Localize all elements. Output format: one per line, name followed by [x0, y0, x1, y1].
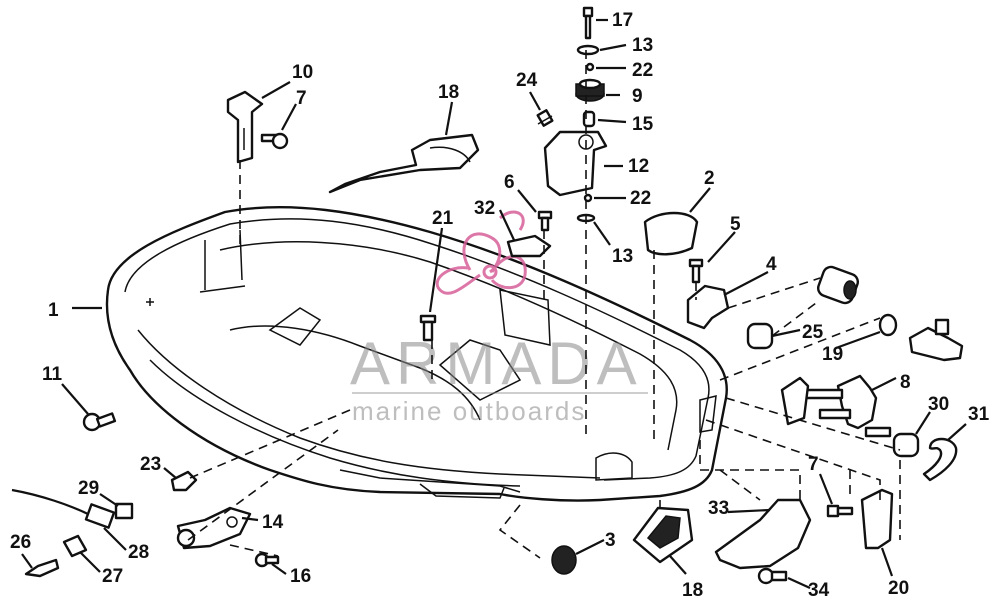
part-4-bracket — [686, 284, 730, 330]
callout-26: 26 — [10, 532, 31, 553]
callout-7-top: 7 — [296, 88, 307, 109]
callout-17: 17 — [612, 10, 633, 31]
callout-15: 15 — [632, 114, 654, 135]
callout-labels: 1 2 3 4 5 6 7 7 8 9 10 11 12 13 13 14 15… — [10, 10, 990, 601]
callout-8: 8 — [900, 372, 911, 393]
callout-22-lower: 22 — [630, 188, 651, 209]
callout-13-top: 13 — [632, 35, 653, 56]
part-18-shift-lever-top — [328, 133, 480, 194]
callout-28: 28 — [128, 542, 149, 563]
callout-31: 31 — [968, 404, 990, 425]
part-17-bolt — [582, 6, 594, 40]
callout-16: 16 — [290, 566, 311, 587]
callout-30: 30 — [928, 394, 949, 415]
callout-19: 19 — [822, 344, 843, 365]
part-12-mount-bracket — [543, 130, 608, 197]
watermark-tagline: marine outboards — [352, 396, 586, 426]
part-30-cap — [892, 432, 920, 458]
callout-4: 4 — [766, 254, 777, 275]
part-5-screw — [688, 258, 704, 284]
part-25-bushing-large — [817, 265, 859, 305]
callout-18-bottom: 18 — [682, 580, 703, 601]
callout-2: 2 — [704, 168, 715, 189]
callout-29: 29 — [78, 478, 99, 499]
part-9-rubber-mount — [575, 78, 605, 102]
part-28-cable-assembly — [11, 488, 134, 578]
callout-27: 27 — [102, 566, 123, 587]
part-18-grommet — [632, 506, 694, 564]
part-23-clip — [170, 470, 198, 492]
part-6-screw — [537, 210, 553, 232]
part-14-bracket — [176, 506, 252, 550]
assembly-lines — [187, 50, 901, 559]
lower-cover-part-1 — [105, 206, 728, 502]
part-19-plate — [780, 376, 810, 426]
callout-14: 14 — [262, 512, 284, 533]
part-19-washer — [878, 313, 898, 337]
part-11-screw — [82, 412, 117, 432]
callout-21: 21 — [432, 208, 454, 229]
callout-5: 5 — [730, 214, 741, 235]
part-8-fitting-top — [908, 318, 964, 362]
callout-18-top: 18 — [438, 82, 459, 103]
part-22-washer-top — [585, 62, 595, 72]
part-7-screw-lower — [826, 504, 854, 518]
callout-7-lower: 7 — [808, 454, 819, 475]
armada-logo-icon — [435, 210, 527, 295]
leader-lines — [21, 18, 967, 590]
callout-32: 32 — [474, 198, 495, 219]
part-25-bushing-small — [746, 322, 774, 350]
callout-24: 24 — [516, 70, 538, 91]
callout-22-top: 22 — [632, 60, 653, 81]
callout-1: 1 — [48, 300, 59, 321]
callout-12: 12 — [628, 156, 649, 177]
part-7-screw-top — [260, 132, 289, 150]
part-8-fitting — [804, 374, 892, 438]
part-31-clamp — [922, 437, 958, 482]
part-22-washer-lower — [583, 193, 593, 203]
callout-13-lower: 13 — [612, 246, 633, 267]
part-10-bracket — [226, 90, 264, 164]
part-34-screw — [757, 567, 788, 585]
part-21-screw — [419, 314, 437, 342]
callout-3: 3 — [605, 530, 616, 551]
part-13-washer-top — [576, 44, 600, 56]
callout-34: 34 — [808, 580, 830, 601]
part-32-clip — [506, 234, 552, 258]
armada-watermark: ARMADA marine outboards — [350, 210, 648, 426]
part-3-grommet — [551, 545, 577, 575]
callout-23: 23 — [140, 454, 161, 475]
part-2-cap — [643, 211, 699, 256]
part-24-screw — [536, 109, 554, 127]
callout-9: 9 — [632, 86, 643, 107]
callout-33: 33 — [708, 498, 729, 519]
callout-6: 6 — [504, 172, 515, 193]
callout-10: 10 — [292, 62, 313, 83]
part-20-bracket — [860, 488, 894, 550]
part-16-screw — [254, 552, 280, 568]
callout-25: 25 — [802, 322, 824, 343]
watermark-brand: ARMADA — [350, 330, 643, 397]
callout-20: 20 — [888, 578, 909, 599]
callout-11: 11 — [42, 364, 63, 385]
